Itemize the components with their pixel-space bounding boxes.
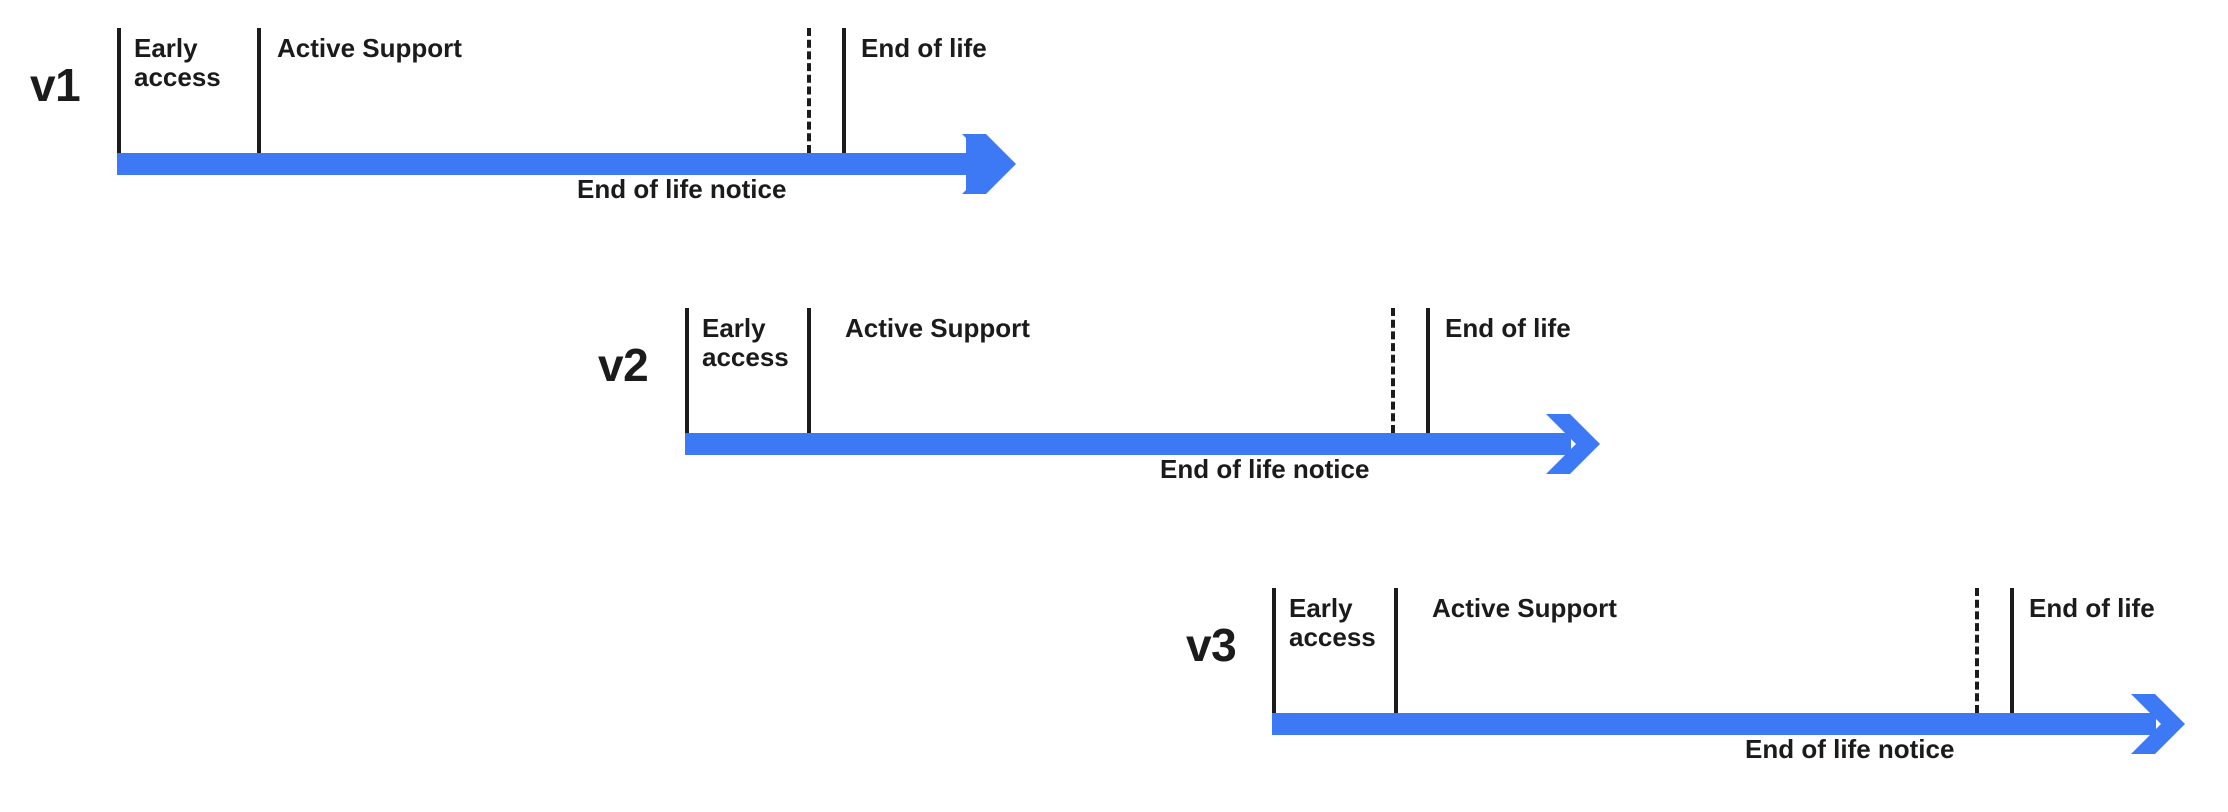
phase-label-early-access-v1: Early access bbox=[134, 33, 221, 93]
phase-label-early-access-v2: Early access bbox=[702, 313, 789, 373]
timeline-arrowhead-v3 bbox=[2131, 694, 2185, 754]
timeline-bar-v1 bbox=[117, 153, 987, 175]
tick-active-support-start-v2 bbox=[807, 308, 811, 433]
version-label-v2: v2 bbox=[598, 339, 649, 391]
phase-label-end-of-life-v3: End of life bbox=[2029, 593, 2155, 623]
timeline-bar-v3 bbox=[1272, 713, 2156, 735]
tick-end-of-life-start-v2 bbox=[1426, 308, 1430, 433]
timeline-row-v3: v3 Early access Active Support End of li… bbox=[0, 0, 2228, 764]
timeline-bar-v2 bbox=[685, 433, 1571, 455]
tick-end-of-life-notice-v3 bbox=[1975, 588, 1979, 713]
phase-label-active-support-v2: Active Support bbox=[845, 313, 1030, 343]
tick-early-access-start-v1 bbox=[117, 28, 121, 153]
version-label-v3: v3 bbox=[1186, 619, 1237, 671]
timeline-arrowhead-v2 bbox=[1546, 414, 1600, 474]
phase-label-active-support-v3: Active Support bbox=[1432, 593, 1617, 623]
version-label-v1: v1 bbox=[30, 59, 81, 111]
notice-label-v3: End of life notice bbox=[1745, 734, 1955, 764]
tick-end-of-life-start-v1 bbox=[842, 28, 846, 153]
tick-active-support-start-v1 bbox=[257, 28, 261, 153]
notice-label-v2: End of life notice bbox=[1160, 454, 1370, 484]
phase-label-end-of-life-v2: End of life bbox=[1445, 313, 1571, 343]
tick-early-access-start-v3 bbox=[1272, 588, 1276, 713]
timeline-row-v1: v1 Early access Active Support End of li… bbox=[0, 0, 2228, 270]
tick-active-support-start-v3 bbox=[1394, 588, 1398, 713]
phase-label-end-of-life-v1: End of life bbox=[861, 33, 987, 63]
timeline-arrowhead-v1 bbox=[962, 134, 1016, 194]
phase-label-active-support-v1: Active Support bbox=[277, 33, 462, 63]
tick-end-of-life-notice-v1 bbox=[807, 28, 811, 153]
notice-label-v1: End of life notice bbox=[577, 174, 787, 204]
timeline-row-v2: v2 Early access Active Support End of li… bbox=[0, 0, 2228, 484]
tick-end-of-life-notice-v2 bbox=[1391, 308, 1395, 433]
tick-end-of-life-start-v3 bbox=[2010, 588, 2014, 713]
tick-early-access-start-v2 bbox=[685, 308, 689, 433]
phase-label-early-access-v3: Early access bbox=[1289, 593, 1376, 653]
